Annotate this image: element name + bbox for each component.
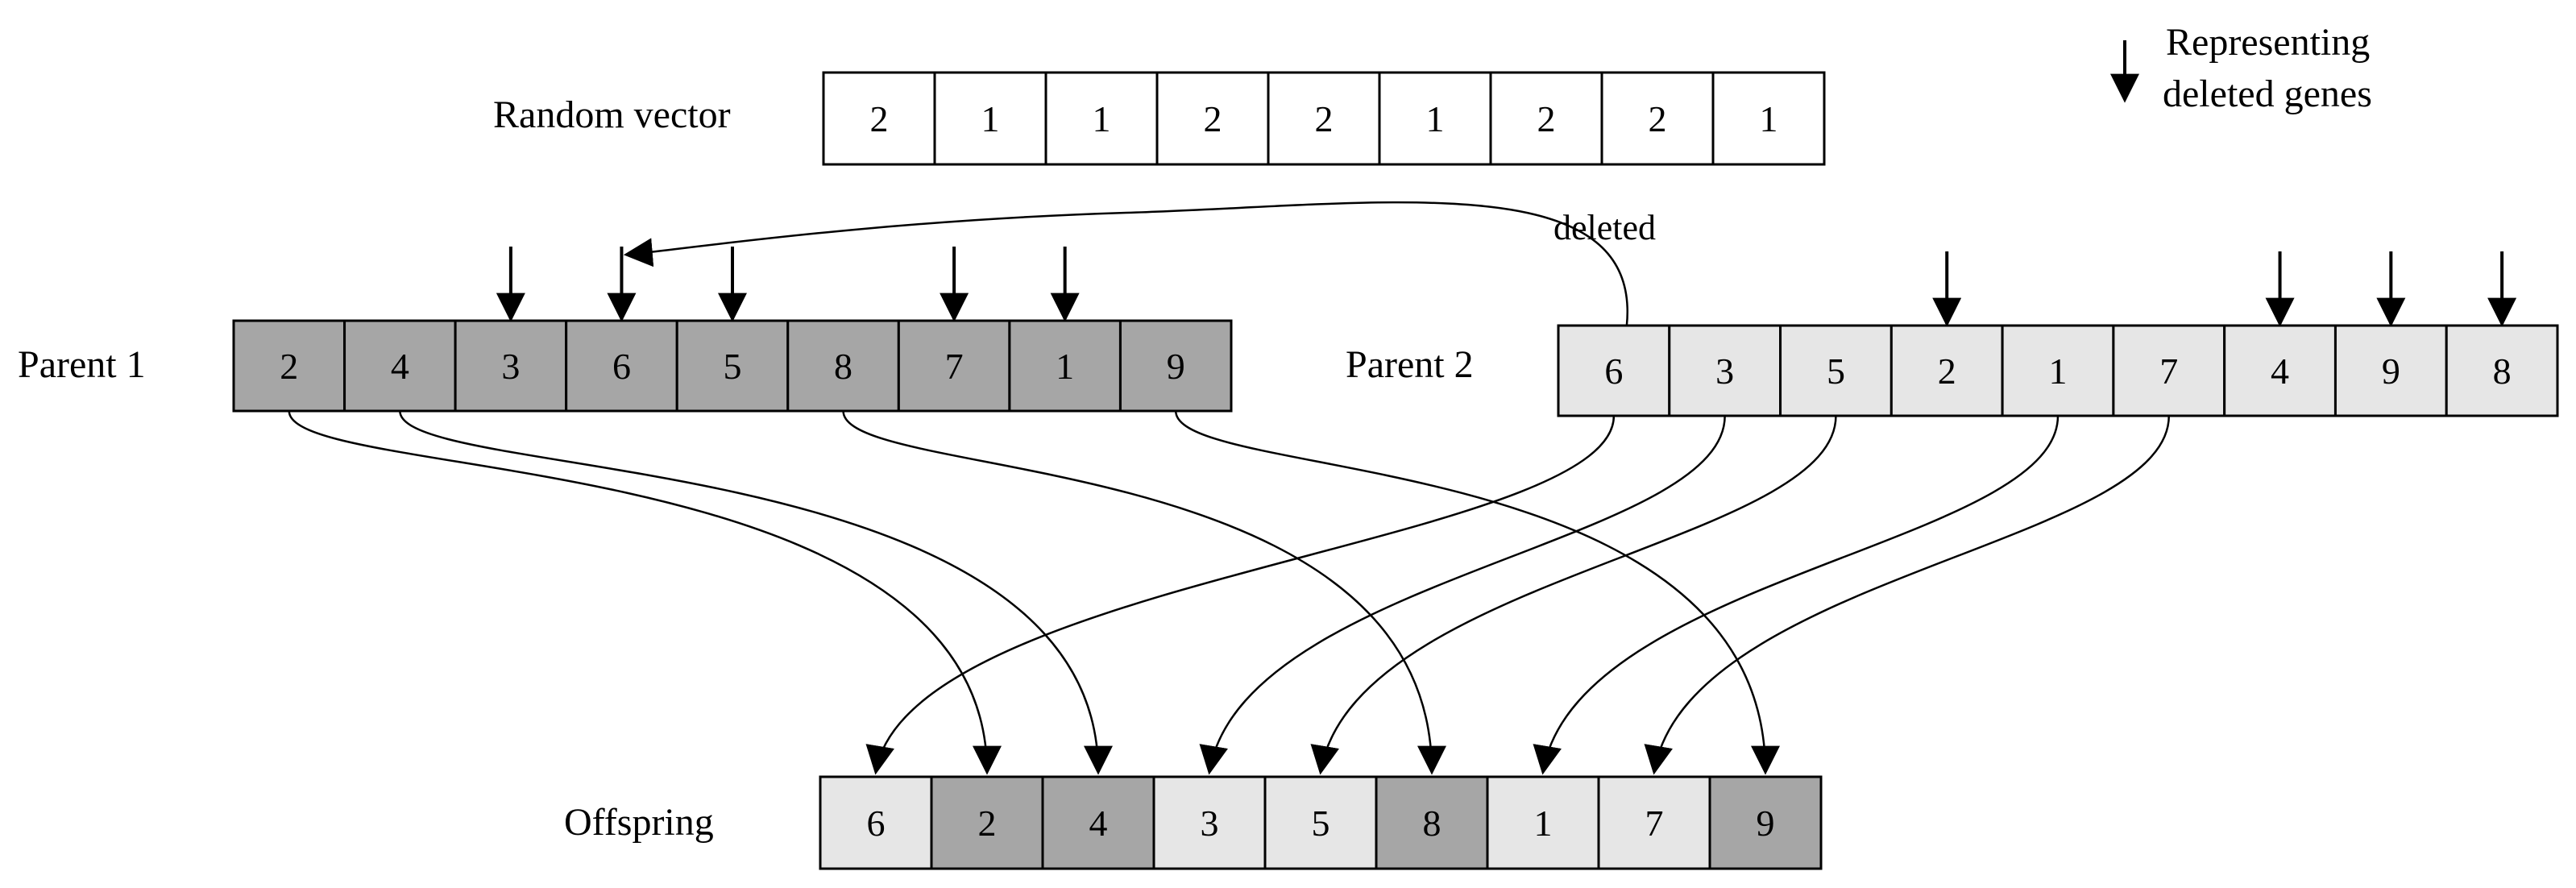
parent2-gene-cell: 5 [1779,324,1893,417]
offspring-gene-cell: 5 [1263,775,1378,870]
random-vector-row: 2 1 1 2 2 1 2 2 1 [822,71,1826,166]
parent2-gene-cell: 7 [2112,324,2226,417]
random-vector-gene-value: 2 [870,98,889,139]
offspring-gene-cell: 7 [1597,775,1711,870]
parent1-gene-value: 6 [612,346,631,387]
parent2-gene-value: 3 [1715,351,1734,392]
parent1-gene-value: 2 [280,346,298,387]
offspring-gene-cell: 9 [1708,775,1823,870]
mapping-arrows [288,201,2171,775]
parent2-gene-cell: 2 [1889,324,2004,417]
gene-mapping-arrow [288,410,1002,775]
parent2-gene-cell: 4 [2223,324,2337,417]
parent2-gene-cell: 1 [2001,324,2115,417]
parent2-deleted-markers [1932,251,2517,327]
parent1-gene-cell: 2 [232,319,346,413]
random-vector-label: Random vector [493,93,731,136]
parent1-gene-cell: 4 [343,319,457,413]
gene-mapping-arrow [1644,415,2171,775]
parent1-gene-cell: 3 [454,319,568,413]
offspring-gene-value: 3 [1201,803,1219,844]
gene-mapping-arrow [399,410,1113,775]
legend-text-line1: Representing [2166,21,2370,64]
offspring-gene-cell: 6 [819,775,933,870]
gene-mapping-arrow [1310,415,1837,775]
parent1-gene-value: 1 [1056,346,1074,387]
offspring-label: Offspring [564,801,714,844]
parent1-gene-value: 7 [945,346,964,387]
parent2-gene-cell: 6 [1557,324,1671,417]
random-vector-gene-value: 2 [1315,98,1334,139]
parent1-gene-cell: 8 [786,319,900,413]
parent1-chromosome: 2 4 3 6 5 8 7 1 9 [232,319,1233,413]
parent2-gene-value: 2 [1938,351,1956,392]
random-vector-gene-cell: 2 [1267,71,1381,166]
parent1-gene-value: 3 [501,346,520,387]
parent2-gene-value: 1 [2049,351,2068,392]
random-vector-gene-value: 1 [1426,98,1445,139]
parent1-gene-cell: 5 [675,319,790,413]
parent2-chromosome: 6 3 5 2 1 7 4 9 8 [1557,324,2559,417]
offspring-gene-value: 8 [1423,803,1441,844]
parent2-gene-cell: 3 [1668,324,1782,417]
gene-mapping-arrow [865,415,1616,775]
random-vector-gene-value: 2 [1649,98,1667,139]
offspring-gene-cell: 2 [930,775,1044,870]
parent2-gene-value: 5 [1827,351,1845,392]
random-vector-gene-cell: 2 [822,71,936,166]
random-vector-gene-value: 2 [1537,98,1556,139]
offspring-gene-cell: 3 [1152,775,1267,870]
gene-mapping-arrow [1533,415,2060,775]
random-vector-gene-cell: 2 [1155,71,1270,166]
parent1-gene-value: 4 [391,346,409,387]
random-vector-gene-value: 1 [1093,98,1111,139]
deleted-return-arrow [623,201,1629,326]
parent1-gene-cell: 7 [897,319,1011,413]
parent1-gene-cell: 6 [565,319,678,413]
offspring-gene-cell: 8 [1375,775,1489,870]
parent1-gene-value: 8 [834,346,852,387]
random-vector-gene-value: 1 [981,98,1000,139]
offspring-gene-cell: 1 [1486,775,1600,870]
random-vector-gene-value: 2 [1204,98,1222,139]
offspring-chromosome: 6 2 4 3 5 8 1 7 9 [819,775,1823,870]
deleted-label: deleted [1553,208,1656,247]
parent2-gene-cell: 9 [2333,324,2448,417]
parent2-gene-cell: 8 [2445,324,2559,417]
offspring-gene-cell: 4 [1041,775,1155,870]
random-vector-gene-cell: 1 [1044,71,1159,166]
parent1-gene-value: 5 [724,346,742,387]
parent2-label: Parent 2 [1346,343,1474,386]
gene-mapping-arrow [1174,410,1780,775]
gene-mapping-arrow [1199,415,1726,775]
parent1-gene-cell: 1 [1008,319,1122,413]
parent1-label: Parent 1 [18,343,146,386]
offspring-gene-value: 5 [1312,803,1330,844]
offspring-gene-value: 7 [1645,803,1664,844]
random-vector-gene-cell: 1 [1711,71,1826,166]
offspring-gene-value: 6 [867,803,886,844]
offspring-gene-value: 1 [1534,803,1553,844]
parent2-gene-value: 9 [2382,351,2400,392]
parent2-gene-value: 8 [2493,351,2512,392]
random-vector-gene-cell: 1 [933,71,1047,166]
gene-mapping-arrow [842,410,1446,775]
parent2-gene-value: 7 [2159,351,2178,392]
random-vector-gene-cell: 1 [1378,71,1492,166]
offspring-gene-value: 4 [1089,803,1108,844]
offspring-gene-value: 2 [978,803,997,844]
offspring-gene-value: 9 [1757,803,1775,844]
parent1-gene-value: 9 [1167,346,1185,387]
parent1-deleted-markers [496,247,1080,322]
legend-text-line2: deleted genes [2163,73,2372,115]
parent2-gene-value: 4 [2271,351,2289,392]
parent1-gene-cell: 9 [1118,319,1233,413]
random-vector-gene-value: 1 [1760,98,1778,139]
parent2-gene-value: 6 [1604,351,1623,392]
random-vector-gene-cell: 2 [1600,71,1715,166]
random-vector-gene-cell: 2 [1489,71,1603,166]
